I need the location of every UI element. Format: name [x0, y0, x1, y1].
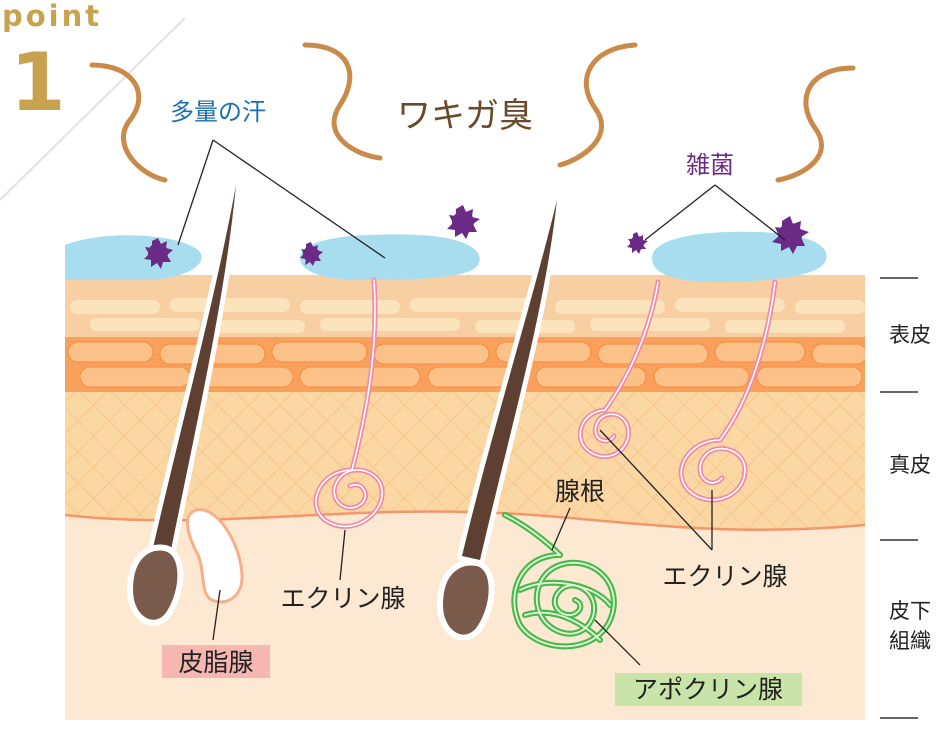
odor-wave-2	[302, 42, 383, 161]
bacterium-4	[627, 232, 648, 254]
label-sebaceous-gland: 皮脂腺	[178, 648, 253, 677]
hair-bulb-right	[436, 559, 495, 641]
odor-wave-3	[557, 42, 638, 168]
layer-subcutis-line2: 組織	[889, 629, 931, 653]
badge-divider	[0, 17, 186, 201]
layer-dermis: 真皮	[889, 453, 931, 477]
leader-lines	[177, 139, 786, 666]
diagram-title: ワキガ臭	[397, 96, 533, 136]
apocrine-tag	[615, 673, 802, 706]
odor-wave-1	[89, 62, 168, 183]
label-bacteria: 雑菌	[686, 151, 734, 179]
label-eccrine-left: エクリン腺	[280, 584, 405, 613]
label-eccrine-right: エクリン腺	[662, 562, 787, 591]
layer-scale	[880, 277, 918, 719]
bacterium-3	[447, 205, 480, 239]
point-word: point	[2, 0, 102, 33]
odor-waves	[89, 42, 856, 183]
sweat-drop-2	[300, 234, 480, 280]
layer-epidermis: 表皮	[889, 323, 931, 347]
sebaceous-gland	[185, 508, 244, 604]
label-gland-root: 腺根	[555, 477, 605, 506]
label-apocrine-gland: アポクリン腺	[633, 675, 783, 704]
hair-right	[436, 195, 562, 641]
hair-left	[126, 180, 241, 626]
bacterium-1	[144, 238, 173, 269]
point-number: 1	[10, 36, 66, 129]
label-sweat: 多量の汗	[170, 98, 266, 126]
sweat-drops	[65, 231, 827, 282]
point-badge: point 1	[0, 0, 186, 201]
sweat-drop-1	[65, 235, 202, 280]
bacteria	[144, 205, 809, 269]
odor-wave-4	[775, 65, 856, 183]
bacterium-5	[772, 216, 809, 254]
bacterium-2	[300, 242, 323, 266]
dermis-layer	[65, 390, 865, 530]
hair-bulb-left	[126, 544, 184, 626]
sebaceous-tag	[162, 645, 270, 678]
layer-subcutis-line1: 皮下	[889, 599, 931, 623]
